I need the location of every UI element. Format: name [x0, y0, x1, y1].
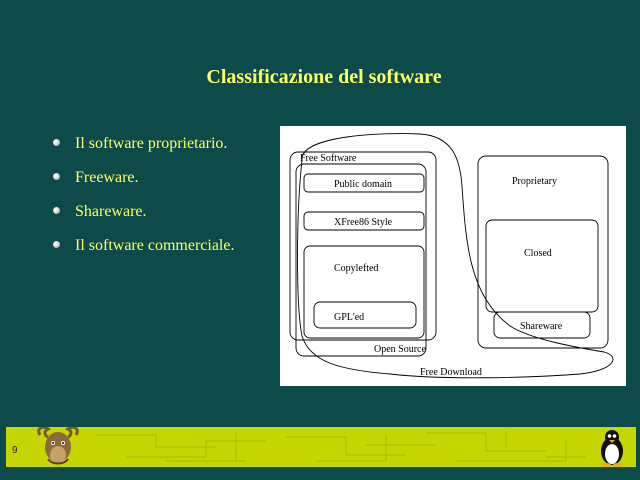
- bullet-dot-icon: [53, 173, 60, 180]
- proprietary-label: Proprietary: [512, 176, 557, 187]
- proprietary-box: [477, 155, 609, 349]
- shareware-box: [493, 311, 591, 339]
- page-number: 9: [12, 445, 18, 456]
- bullet-text: Il software commerciale.: [75, 237, 235, 254]
- free-download-curve: [297, 133, 614, 379]
- bullet-text: Il software proprietario.: [75, 135, 228, 152]
- free-download-label: Free Download: [420, 367, 482, 378]
- footer-circuit-pattern: [96, 431, 586, 462]
- bullet-item: Shareware.: [52, 202, 234, 236]
- xfree86-label: XFree86 Style: [334, 217, 393, 228]
- gnu-head-logo: [37, 427, 79, 465]
- bullet-list: Il software proprietario. Freeware. Shar…: [52, 134, 234, 270]
- gpled-label: GPL'ed: [334, 312, 364, 323]
- tux-penguin-logo: [601, 430, 623, 467]
- slide-title: Classificazione del software: [206, 66, 442, 88]
- bullet-item: Il software proprietario.: [52, 134, 234, 168]
- bullet-text: Shareware.: [75, 203, 147, 220]
- bullet-dot-icon: [53, 241, 60, 248]
- bullet-dot-icon: [53, 139, 60, 146]
- closed-label: Closed: [524, 248, 552, 259]
- copylefted-box: [303, 245, 425, 339]
- copylefted-label: Copylefted: [334, 263, 378, 274]
- public-domain-label: Public domain: [334, 179, 392, 190]
- diagram-svg: Free Software Public domain XFree86 Styl…: [289, 133, 614, 379]
- open-source-label: Open Source: [374, 344, 426, 355]
- open-source-box: [295, 163, 427, 357]
- xfree86-box: [303, 211, 425, 231]
- free-software-box: [289, 151, 437, 341]
- free-software-label: Free Software: [300, 153, 357, 164]
- public-domain-box: [303, 173, 425, 193]
- footer-bar: 9: [6, 427, 636, 467]
- bullet-item: Freeware.: [52, 168, 234, 202]
- shareware-label: Shareware: [520, 321, 563, 332]
- gpled-box: [313, 301, 417, 329]
- software-classification-diagram: Free Software Public domain XFree86 Styl…: [280, 126, 626, 386]
- closed-box: [485, 219, 599, 313]
- bullet-dot-icon: [53, 207, 60, 214]
- bullet-item: Il software commerciale.: [52, 236, 234, 270]
- bullet-text: Freeware.: [75, 169, 139, 186]
